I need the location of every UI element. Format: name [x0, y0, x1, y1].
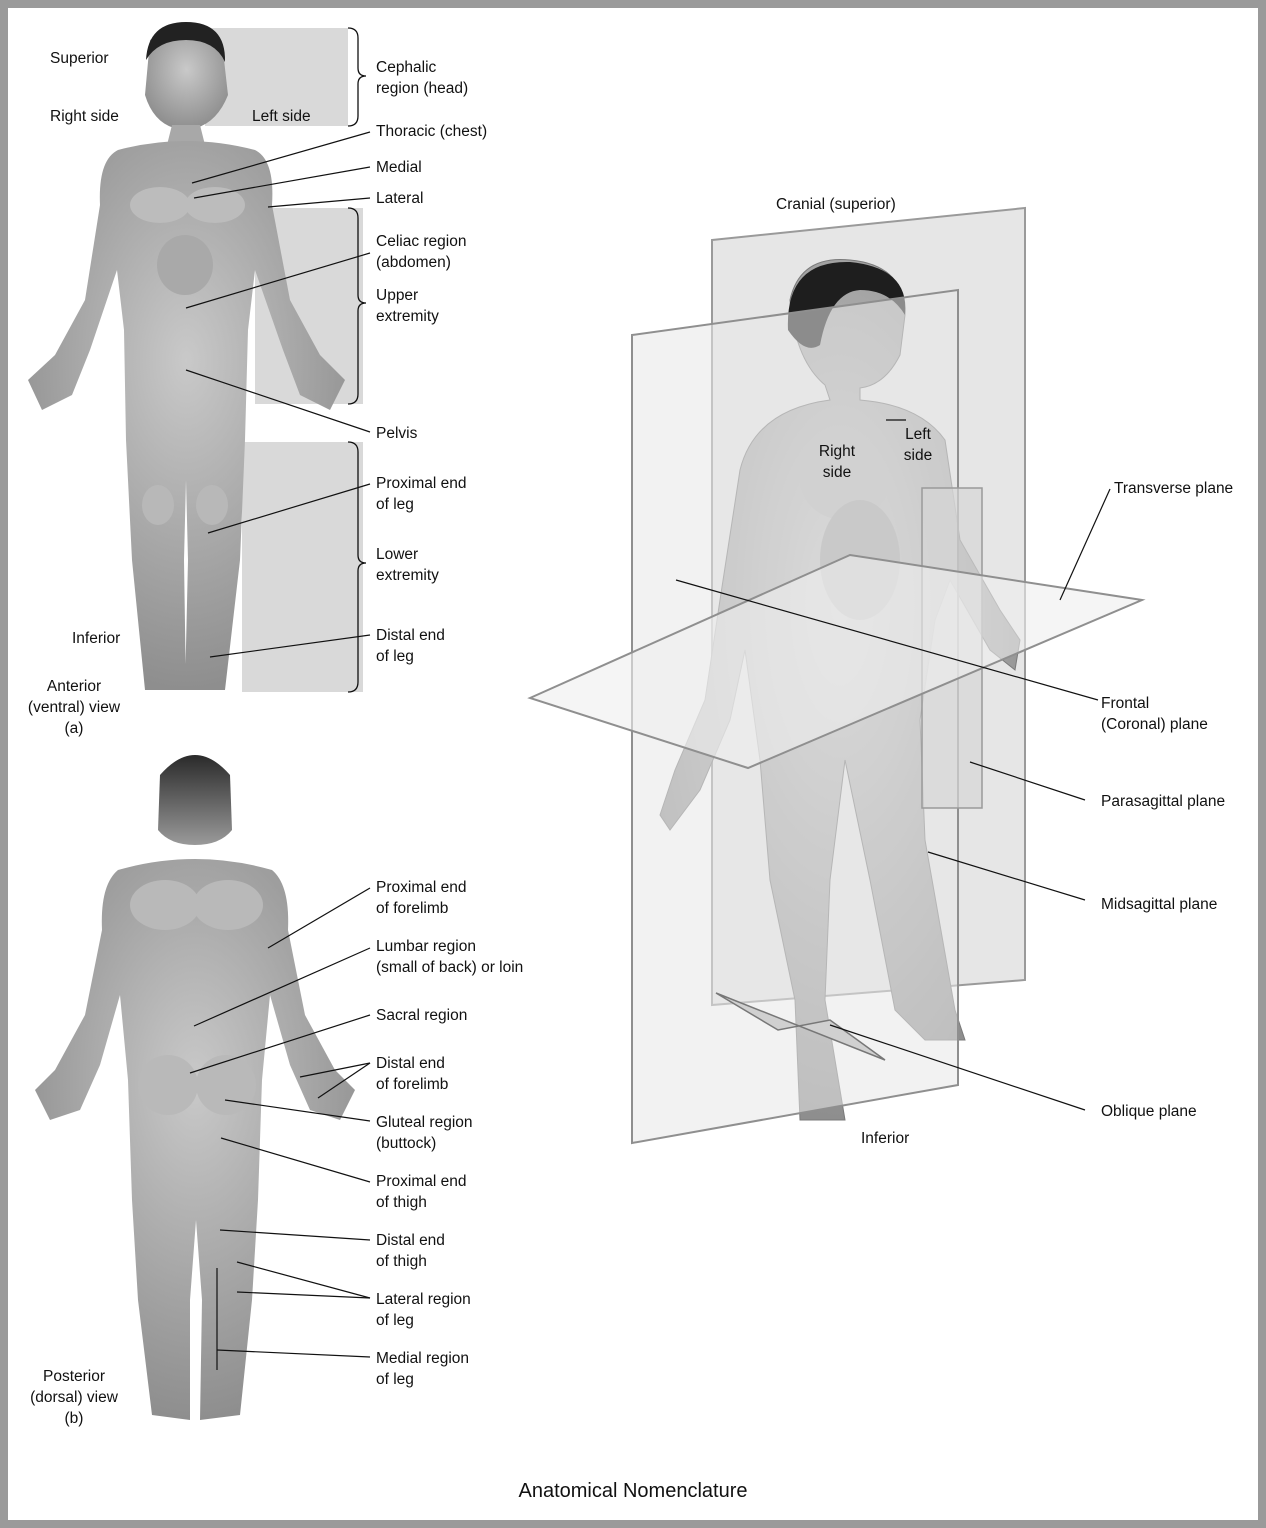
- celiac-label: Celiac region (abdomen): [376, 231, 466, 273]
- cephalic-label: Cephalic region (head): [376, 57, 468, 99]
- lumbar-label: Lumbar region (small of back) or loin: [376, 936, 523, 978]
- frontal-plane-label: Frontal (Coronal) plane: [1101, 693, 1208, 735]
- oblique-plane-label: Oblique plane: [1101, 1101, 1197, 1122]
- upper-extremity-label: Upper extremity: [376, 285, 439, 327]
- proximal-forelimb-label: Proximal end of forelimb: [376, 877, 466, 919]
- parasagittal-plane-label: Parasagittal plane: [1101, 791, 1225, 812]
- anterior-left-side-label: Left side: [252, 106, 311, 127]
- anterior-view-caption: Anterior (ventral) view (a): [14, 676, 134, 739]
- planes-right-side-label: Right side: [807, 441, 867, 483]
- cranial-label: Cranial (superior): [776, 194, 896, 215]
- sacral-label: Sacral region: [376, 1005, 467, 1026]
- distal-thigh-label: Distal end of thigh: [376, 1230, 445, 1272]
- anterior-inferior-label: Inferior: [72, 628, 120, 649]
- posterior-body: [35, 755, 355, 1420]
- lower-extremity-label: Lower extremity: [376, 544, 439, 586]
- transverse-plane-label: Transverse plane: [1114, 478, 1233, 499]
- lower-extremity-shade: [242, 442, 363, 692]
- planes-figure: [530, 208, 1142, 1143]
- anterior-superior-label: Superior: [50, 48, 109, 69]
- thoracic-label: Thoracic (chest): [376, 121, 487, 142]
- anterior-right-side-label: Right side: [50, 106, 119, 127]
- midsagittal-plane-label: Midsagittal plane: [1101, 894, 1217, 915]
- pelvis-label: Pelvis: [376, 423, 417, 444]
- proximal-leg-label: Proximal end of leg: [376, 473, 466, 515]
- posterior-view-caption: Posterior (dorsal) view (b): [14, 1366, 134, 1429]
- lateral-leg-label: Lateral region of leg: [376, 1289, 471, 1331]
- medial-leg-label: Medial region of leg: [376, 1348, 469, 1390]
- medial-label: Medial: [376, 157, 422, 178]
- planes-inferior-label: Inferior: [861, 1128, 909, 1149]
- lateral-label: Lateral: [376, 188, 423, 209]
- planes-left-side-label: Left side: [888, 424, 948, 466]
- gluteal-label: Gluteal region (buttock): [376, 1112, 473, 1154]
- proximal-thigh-label: Proximal end of thigh: [376, 1171, 466, 1213]
- figure-title: Anatomical Nomenclature: [0, 1480, 1266, 1503]
- distal-leg-label: Distal end of leg: [376, 625, 445, 667]
- distal-forelimb-label: Distal end of forelimb: [376, 1053, 448, 1095]
